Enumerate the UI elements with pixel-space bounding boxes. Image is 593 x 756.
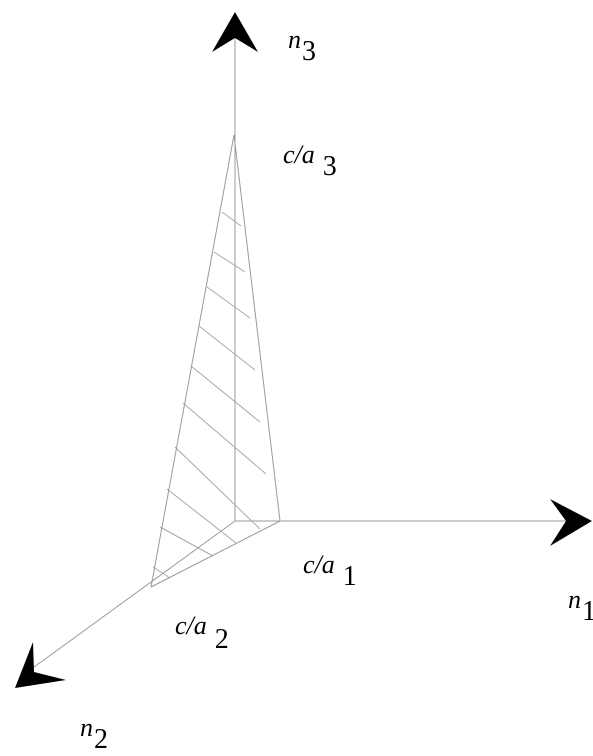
n1-arrowhead-icon bbox=[550, 499, 592, 546]
intercept-plane bbox=[150, 134, 281, 588]
hatch-line bbox=[221, 211, 242, 227]
hatch-line bbox=[206, 286, 251, 319]
plane-edge-1-2 bbox=[150, 520, 281, 588]
hatch-line bbox=[174, 446, 261, 530]
hatch-line bbox=[166, 488, 237, 544]
n2-axis-label: n2 bbox=[80, 713, 108, 755]
n2-axis bbox=[29, 520, 236, 671]
n1-axis-label: n1 bbox=[568, 585, 593, 627]
hatch-line bbox=[198, 325, 256, 371]
hatch-line bbox=[152, 566, 171, 579]
hatch-line bbox=[159, 526, 214, 557]
plane-edge-3-2 bbox=[150, 134, 235, 588]
hatch-line bbox=[213, 251, 246, 273]
n3-axis-label: n3 bbox=[288, 25, 316, 67]
n3-arrowhead-icon bbox=[212, 12, 258, 52]
plane-edge-3-1 bbox=[233, 134, 281, 522]
hatch-line bbox=[190, 365, 261, 423]
n2-arrowhead-icon bbox=[15, 642, 66, 688]
hatch-line bbox=[182, 402, 267, 475]
